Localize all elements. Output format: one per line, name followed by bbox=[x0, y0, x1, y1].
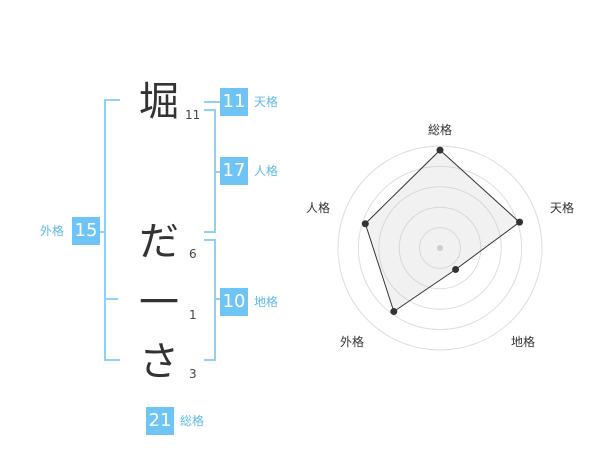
radar-ring bbox=[398, 206, 482, 290]
radar-axis-label-tenkaku: 天格 bbox=[550, 201, 575, 215]
radar-point-2 bbox=[452, 265, 460, 273]
radar-point-1 bbox=[516, 218, 524, 226]
gaikaku-bracket-split bbox=[104, 298, 118, 300]
gaikaku-connector bbox=[100, 231, 106, 233]
gaikaku-label: 外格 bbox=[40, 224, 65, 238]
chikaku-connector bbox=[214, 298, 220, 300]
tenkaku-badge: 11 bbox=[220, 88, 248, 116]
radar-point-0 bbox=[436, 146, 444, 154]
radar-axis-label-jinkaku: 人格 bbox=[306, 201, 331, 215]
name-char-1: 堀 bbox=[139, 79, 179, 125]
soukaku-badge: 21 bbox=[146, 407, 174, 435]
tenkaku-label: 天格 bbox=[254, 95, 279, 109]
chikaku-label: 地格 bbox=[254, 295, 279, 309]
radar-center-dot bbox=[437, 245, 443, 251]
tenkaku-connector bbox=[204, 101, 220, 103]
chikaku-bracket bbox=[204, 239, 216, 361]
radar-ring bbox=[337, 145, 543, 351]
radar-ring bbox=[378, 186, 502, 310]
radar-axis-label-chikaku: 地格 bbox=[511, 335, 536, 349]
name-char-3: 一 bbox=[139, 280, 179, 326]
stroke-count-2: 6 bbox=[189, 247, 197, 261]
name-char-4: さ bbox=[139, 339, 179, 385]
radar-point-3 bbox=[390, 308, 398, 316]
jinkaku-label: 人格 bbox=[254, 164, 279, 178]
jinkaku-connector bbox=[214, 171, 220, 173]
stroke-count-1: 11 bbox=[185, 108, 201, 122]
jinkaku-badge: 17 bbox=[220, 157, 248, 185]
radar-polygon bbox=[364, 149, 521, 313]
radar-axis-label-soukaku: 総格 bbox=[428, 123, 453, 137]
radar-axis-label-gaikaku: 外格 bbox=[340, 335, 365, 349]
stroke-count-4: 3 bbox=[189, 367, 197, 381]
soukaku-label: 総格 bbox=[180, 414, 205, 428]
radar-ring bbox=[419, 227, 461, 269]
radar-ring bbox=[357, 165, 523, 331]
chikaku-badge: 10 bbox=[220, 288, 248, 316]
gaikaku-bracket bbox=[104, 99, 120, 361]
radar-point-4 bbox=[361, 220, 369, 228]
stroke-count-3: 1 bbox=[189, 308, 197, 322]
gaikaku-badge: 15 bbox=[72, 217, 100, 245]
name-char-2: だ bbox=[139, 219, 179, 265]
